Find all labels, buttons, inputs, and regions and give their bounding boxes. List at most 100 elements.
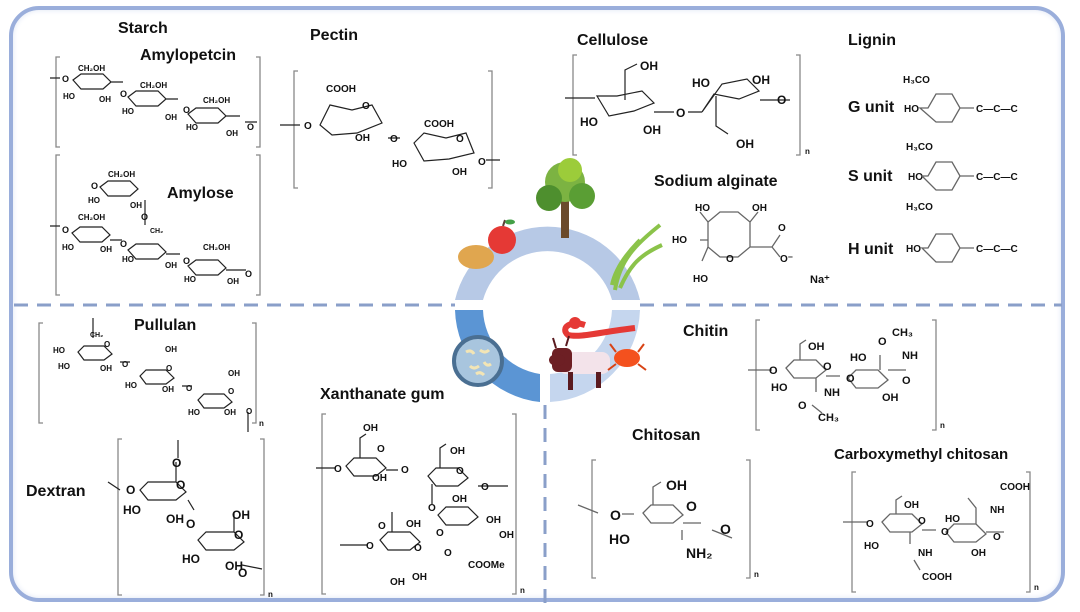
svg-text:HO: HO: [771, 382, 788, 394]
svg-text:OH: OH: [808, 341, 825, 353]
dextran-repeat: n: [268, 590, 273, 599]
svg-text:HO: HO: [672, 235, 687, 246]
svg-text:OH: OH: [372, 473, 387, 484]
svg-text:OH: OH: [499, 530, 514, 541]
svg-text:H unit: H unit: [848, 241, 894, 258]
svg-text:HO: HO: [695, 203, 710, 214]
svg-text:CH₂OH: CH₂OH: [78, 213, 105, 222]
chitin-repeat: n: [940, 421, 945, 430]
sodium-alginate-title: Sodium alginate: [654, 173, 778, 190]
svg-text:O: O: [378, 521, 386, 532]
svg-text:O: O: [62, 74, 69, 84]
svg-text:O: O: [941, 527, 949, 538]
svg-text:O: O: [866, 519, 874, 530]
svg-text:OH: OH: [228, 369, 240, 378]
carboxymethyl-chitosan-bracket: [851, 471, 1031, 593]
sodium-alginate-structure: HO OH HO O O O⁻ HO Na⁺: [672, 203, 830, 286]
svg-text:HO: HO: [123, 503, 141, 517]
svg-text:HO: HO: [184, 275, 196, 284]
svg-text:O: O: [122, 360, 128, 369]
svg-text:O: O: [436, 528, 444, 539]
svg-text:O: O: [104, 340, 110, 349]
svg-text:NH: NH: [918, 548, 932, 559]
svg-text:OH: OH: [162, 385, 174, 394]
svg-text:OH: OH: [165, 261, 177, 270]
svg-text:O: O: [366, 541, 374, 552]
svg-text:O: O: [304, 121, 312, 132]
svg-text:OH: OH: [130, 201, 142, 210]
svg-text:O: O: [823, 361, 832, 373]
svg-text:C—C—C: C—C—C: [976, 244, 1018, 255]
svg-text:O: O: [186, 384, 192, 393]
svg-text:OH: OH: [752, 73, 770, 87]
svg-text:O: O: [377, 444, 385, 455]
svg-text:O: O: [720, 521, 731, 537]
lobster-icon: [562, 317, 636, 339]
svg-text:NH: NH: [990, 505, 1004, 516]
svg-text:OH: OH: [640, 59, 658, 73]
svg-text:CH₂: CH₂: [90, 332, 103, 339]
svg-text:O: O: [610, 507, 621, 523]
svg-text:OH: OH: [232, 508, 250, 522]
svg-text:O: O: [238, 566, 247, 580]
svg-text:OH: OH: [452, 167, 467, 178]
pullulan-bracket: [38, 322, 257, 424]
svg-text:OH: OH: [226, 129, 238, 138]
amine-group-label: NH₂: [686, 545, 712, 561]
svg-text:O: O: [62, 225, 69, 235]
svg-text:O: O: [245, 269, 252, 279]
svg-text:O: O: [846, 373, 855, 385]
chitosan-title: Chitosan: [632, 427, 700, 444]
svg-text:OH: OH: [904, 500, 919, 511]
svg-text:OH: OH: [355, 133, 370, 144]
svg-text:CH₃: CH₃: [818, 412, 839, 424]
cellulose-bracket: [572, 54, 801, 156]
chitosan-repeat: n: [754, 570, 759, 579]
svg-text:O: O: [172, 456, 181, 470]
svg-text:OH: OH: [100, 245, 112, 254]
svg-text:HO: HO: [906, 244, 921, 255]
svg-text:O: O: [141, 212, 148, 222]
svg-text:CH₃: CH₃: [892, 327, 913, 339]
xanthanate-gum-bracket: [321, 413, 517, 595]
chitin-title: Chitin: [683, 323, 728, 340]
lignin-h-unit: H unit HO C—C—C: [848, 233, 1018, 263]
cellulose-title: Cellulose: [577, 32, 648, 49]
svg-text:HO: HO: [182, 552, 200, 566]
amylose-bracket: [55, 154, 261, 296]
svg-text:HO: HO: [53, 346, 65, 355]
starch-title: Starch: [118, 20, 168, 37]
svg-text:HO: HO: [63, 92, 75, 101]
svg-text:O: O: [798, 400, 807, 412]
svg-text:OH: OH: [971, 548, 986, 559]
svg-text:C—C—C: C—C—C: [976, 172, 1018, 183]
petri-dish-icon: [452, 335, 504, 387]
svg-text:HO: HO: [945, 514, 960, 525]
svg-text:O: O: [176, 478, 185, 492]
svg-text:HO: HO: [122, 107, 134, 116]
svg-text:O: O: [456, 466, 464, 477]
svg-text:OH: OH: [406, 519, 421, 530]
svg-text:COOH: COOH: [326, 84, 356, 95]
svg-text:HO: HO: [693, 274, 708, 285]
cellulose-structure: OH HO OH O HO OH O OH: [565, 59, 790, 151]
svg-text:O: O: [676, 106, 685, 120]
pullulan-title: Pullulan: [134, 317, 196, 334]
svg-text:O⁻: O⁻: [780, 254, 793, 265]
chitin-structure: CH₃ O OH HO NH O O O O HO NH OH O CH₃: [748, 327, 918, 424]
seaweed-icon: [610, 223, 663, 291]
xanthanate-gum-structure: OH O O OH O OH O OH O O OH OH O OH O O O…: [316, 423, 514, 588]
svg-text:O: O: [456, 134, 464, 145]
lignin-s-unit: S unit H₃CO HO H₃CO C—C—C: [848, 142, 1018, 213]
chitosan-bracket: [591, 459, 751, 579]
svg-text:HO: HO: [62, 243, 74, 252]
svg-text:O: O: [444, 548, 452, 559]
svg-text:OH: OH: [165, 345, 177, 354]
potato-icon: [458, 245, 494, 269]
svg-text:OH: OH: [99, 95, 111, 104]
svg-text:O: O: [247, 122, 254, 132]
svg-text:HO: HO: [392, 159, 407, 170]
svg-text:O: O: [246, 407, 252, 416]
svg-text:OH: OH: [165, 113, 177, 122]
crab-icon: [607, 343, 647, 371]
